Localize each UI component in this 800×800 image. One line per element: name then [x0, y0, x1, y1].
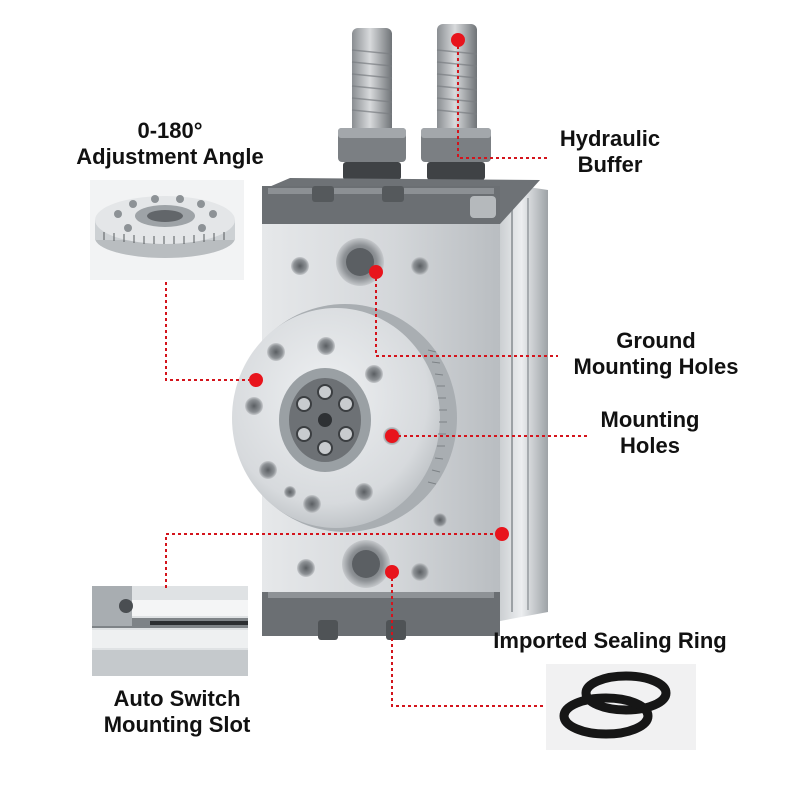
hydraulic-buffer-label: Hydraulic Buffer: [540, 126, 680, 178]
bottom-cap: [262, 592, 500, 636]
o-ring-inset: [546, 664, 696, 750]
auto-switch-slot-line1: Auto Switch: [113, 686, 241, 711]
mounting-holes-line2: Holes: [620, 433, 680, 458]
auto-switch-slot-line2: Mounting Slot: [103, 712, 251, 737]
ground-mounting-holes-line1: Ground: [616, 328, 696, 353]
ground-mounting-hole-bottom: [342, 540, 390, 588]
callout-markers: [249, 33, 509, 579]
hydraulic-buffer-line2: Buffer: [577, 152, 643, 177]
adjustment-angle-label: 0-180° Adjustment Angle: [70, 118, 270, 170]
small-body-holes: [291, 257, 447, 581]
mounting-holes-label: Mounting Holes: [580, 407, 720, 459]
dial-plate-inset: [90, 180, 244, 280]
switch-slot-inset: [92, 586, 248, 676]
auto-switch-slot-label: Auto Switch Mounting Slot: [82, 686, 272, 738]
hydraulic-buffer-rods: [338, 24, 491, 180]
mounting-holes-line1: Mounting: [600, 407, 700, 432]
rotary-actuator: [232, 24, 548, 640]
side-body: [495, 182, 548, 622]
adjustment-angle-line1: 0-180°: [137, 118, 203, 143]
adjustment-angle-line2: Adjustment Angle: [76, 144, 264, 169]
rotary-table: [232, 304, 457, 532]
ground-mounting-holes-line2: Mounting Holes: [573, 354, 739, 379]
ground-mounting-holes-label: Ground Mounting Holes: [556, 328, 756, 380]
hydraulic-buffer-line1: Hydraulic: [559, 126, 661, 151]
sealing-ring-line1: Imported Sealing Ring: [493, 628, 727, 653]
leader-lines: [165, 40, 588, 707]
sealing-ring-label: Imported Sealing Ring: [480, 628, 740, 654]
